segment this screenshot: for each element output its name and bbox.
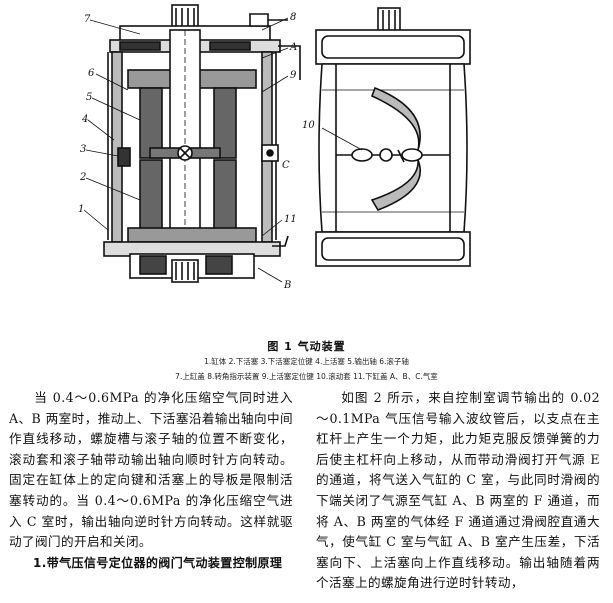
callout-a: A [289,42,297,53]
left-column: 当 0.4～0.6MPa 的净化压缩空气同时进入 A、B 两室时，推动上、下活塞… [9,388,293,600]
callout-4: 4 [81,114,88,125]
callout-c: C [282,160,290,171]
callout-2: 2 [79,172,86,183]
external-view [315,7,471,267]
figure-caption-title: 图 1 气动装置 [267,340,346,353]
callout-8: 8 [290,12,296,23]
callout-10: 10 [302,120,315,131]
callout-7: 7 [84,14,91,25]
pneumatic-device-drawing: 7 6 5 4 3 2 1 8 A 9 C 11 B [78,4,471,291]
callout-3: 3 [80,144,86,155]
right-paragraph-1: 如图 2 所示，来自控制室调节输出的 0.02～0.1MPa 气压信号输入波纹管… [316,390,600,591]
callout-11: 11 [284,214,297,225]
callout-1: 1 [78,204,84,215]
figure-legend-line-1: 1.缸体 2.下活塞 3.下活塞定位键 4.上活塞 5.输出轴 6.滚子轴 [204,357,409,366]
callout-6: 6 [88,68,95,79]
section-callouts: 7 6 5 4 3 2 1 8 A 9 C 11 B [78,12,297,291]
right-column: 如图 2 所示，来自控制室调节输出的 0.02～0.1MPa 气压信号输入波纹管… [316,388,600,600]
figure-1: 7 6 5 4 3 2 1 8 A 9 C 11 B [78,4,471,291]
left-paragraph-1: 当 0.4～0.6MPa 的净化压缩空气同时进入 A、B 两室时，推动上、下活塞… [9,390,293,550]
section-heading: 1.带气压信号定位器的阀门气动装置控制原理 [33,555,283,570]
figure-legend-line-2: 7.上缸盖 8.转角指示装置 9.上活塞定位键 10.滚动套 11.下缸盖 A、… [175,372,438,381]
callout-5: 5 [86,92,92,103]
section-view [83,4,301,283]
callout-9: 9 [290,70,297,81]
callout-b: B [283,280,291,291]
